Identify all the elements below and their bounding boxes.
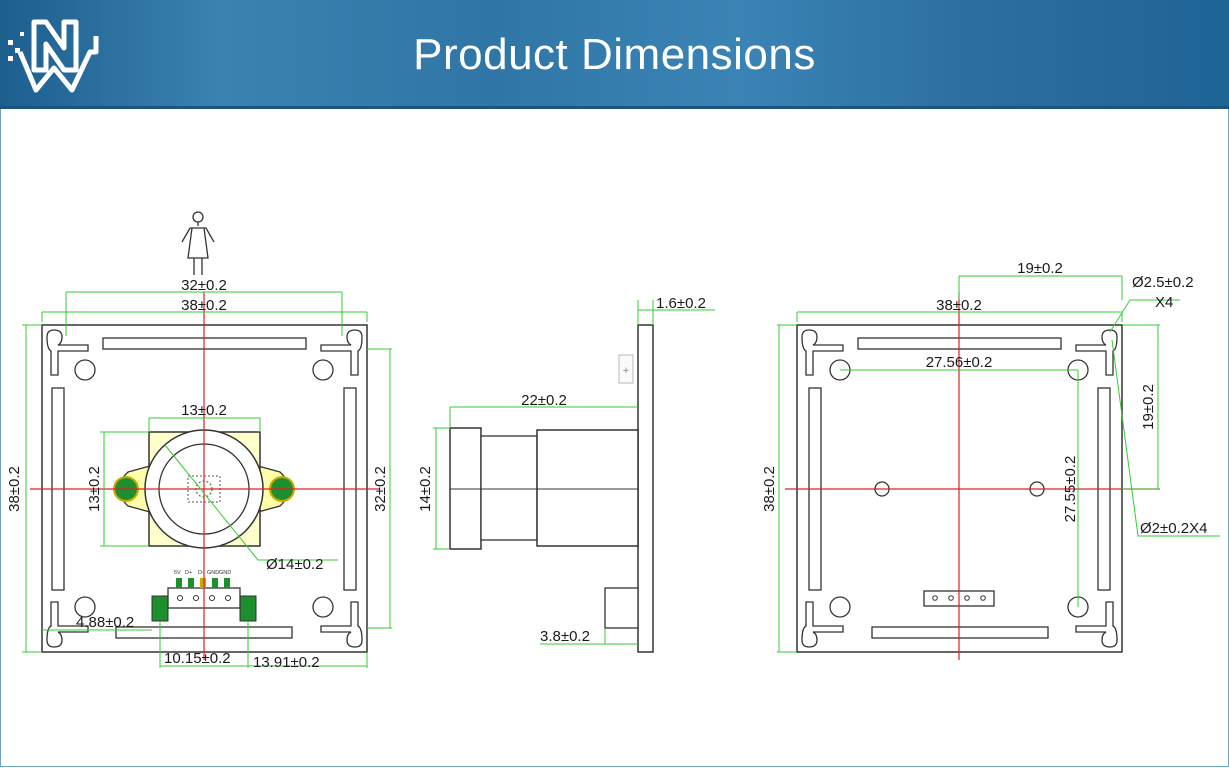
dim-lens-diameter: Ø14±0.2 — [266, 556, 323, 573]
dim-front-height-holes: 32±0.2 — [372, 466, 389, 512]
dim-board-thickness: 1.6±0.2 — [656, 295, 706, 312]
side-board — [637, 324, 654, 653]
dim-front-height-board: 38±0.2 — [6, 466, 23, 512]
dim-connector-width: 10.15±0.2 — [164, 650, 231, 667]
dim-hole-spacing-x: 27.56±0.2 — [926, 354, 993, 371]
front-view: 5V D+ D- GND GND 32±0.2 38±0.2 38±0.2 32… — [6, 211, 392, 671]
dim-hole-spacing-y: 27.55±0.2 — [1062, 456, 1079, 523]
person-icon — [181, 211, 215, 275]
pin-label-gnd2: GND — [219, 570, 231, 576]
page-title: Product Dimensions — [413, 30, 816, 79]
dim-hole-count: X4 — [1155, 294, 1173, 311]
dim-front-width-holes: 32±0.2 — [181, 277, 227, 294]
lens-barrel-mid — [480, 435, 538, 541]
dim-back-board-height: 38±0.2 — [761, 466, 778, 512]
dim-lens-holder-height: 13±0.2 — [86, 466, 103, 512]
brand-logo — [8, 19, 99, 93]
dim-back-hole-offset: 19±0.2 — [1017, 260, 1063, 277]
pin-label-5v: 5V — [174, 570, 181, 576]
dim-lens-height: 14±0.2 — [417, 466, 434, 512]
header-banner — [0, 0, 1229, 108]
side-view: + 1.6±0.2 22±0.2 14±0.2 3.8±0.2 — [417, 295, 715, 653]
dim-connector-depth: 3.8±0.2 — [540, 628, 590, 645]
dim-small-hole: Ø2±0.2X4 — [1140, 520, 1207, 537]
dim-connector-right: 13.91±0.2 — [253, 654, 320, 671]
header-divider — [0, 106, 1229, 109]
dim-front-width-board: 38±0.2 — [181, 297, 227, 314]
back-view: 19±0.2 Ø2.5±0.2 X4 38±0.2 27.56±0.2 19±0… — [761, 260, 1220, 660]
svg-text:+: + — [623, 365, 629, 377]
pin-label-dplus: D+ — [185, 570, 192, 576]
pin-label-dminus: D- — [198, 570, 204, 576]
dim-hole-diameter: Ø2.5±0.2 — [1132, 274, 1194, 291]
connector-side — [604, 587, 639, 629]
dim-connector-offset: 4.88±0.2 — [76, 614, 134, 631]
dim-lens-holder-width: 13±0.2 — [181, 402, 227, 419]
lens-holder-side — [536, 429, 639, 547]
dim-back-board-width: 38±0.2 — [936, 297, 982, 314]
dim-lens-length: 22±0.2 — [521, 392, 567, 409]
pin-label-gnd1: GND — [207, 570, 219, 576]
dim-back-vertical-offset: 19±0.2 — [1140, 384, 1157, 430]
